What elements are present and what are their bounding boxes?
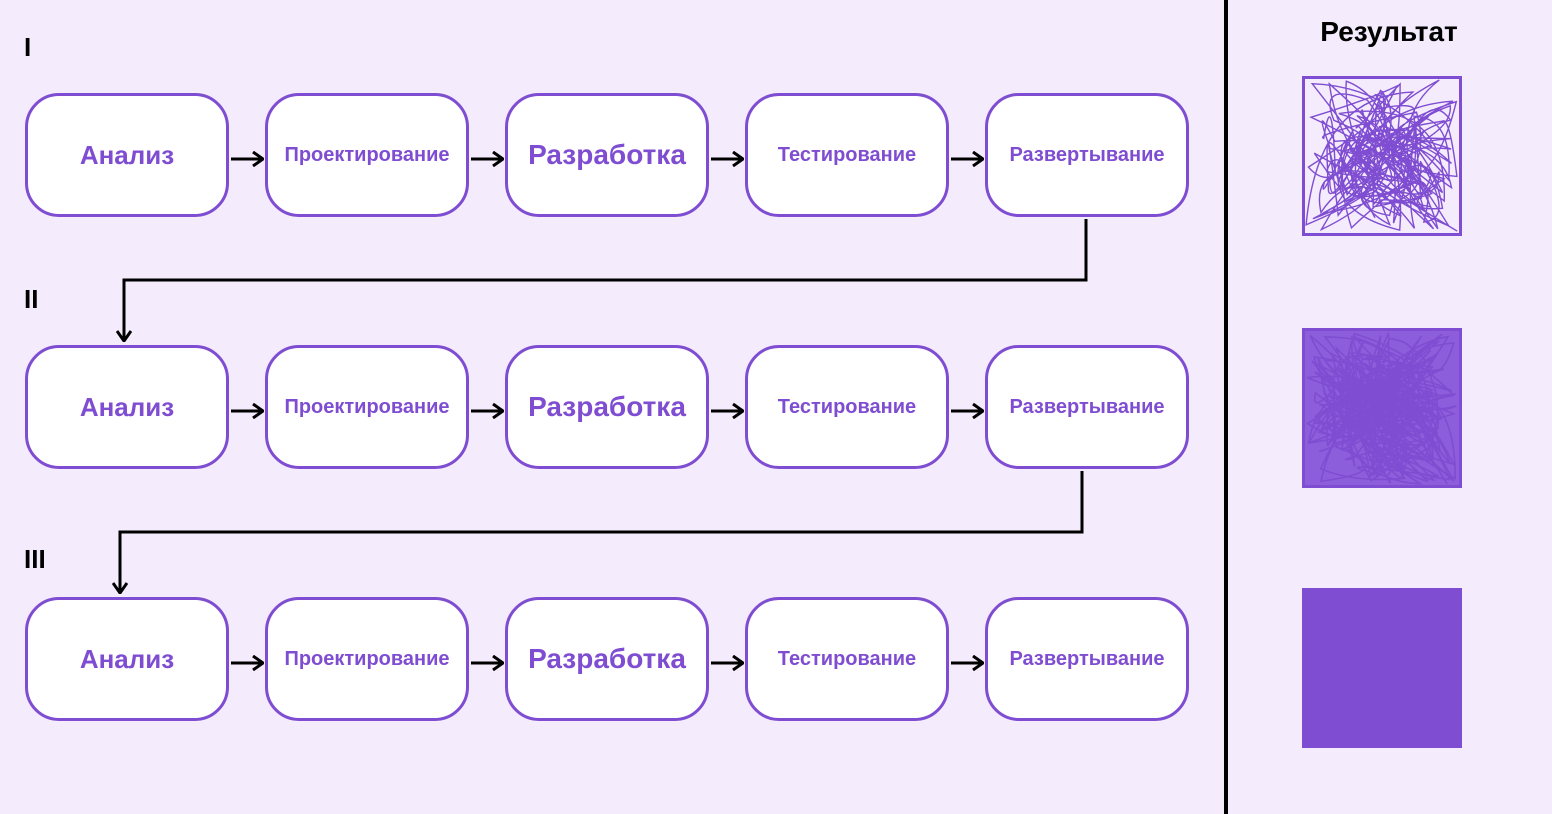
stage-label: Разработка	[528, 139, 686, 170]
stage-box: Разработка	[505, 345, 709, 469]
stage-box: Анализ	[25, 93, 229, 217]
iteration-loop-arrow	[120, 471, 1084, 593]
stage-label: Развертывание	[1009, 647, 1165, 670]
stage-box: Проектирование	[265, 93, 469, 217]
stage-box: Разработка	[505, 597, 709, 721]
stage-box: Тестирование	[745, 345, 949, 469]
stage-label: Тестирование	[777, 647, 917, 670]
stage-box: Проектирование	[265, 597, 469, 721]
iteration-loop-arrow	[124, 219, 1088, 341]
result-title: Результат	[1320, 16, 1458, 47]
result-swatch	[1302, 76, 1462, 236]
result-swatch	[1302, 328, 1462, 488]
stage-label: Тестирование	[777, 395, 917, 418]
iteration-label: III	[24, 544, 46, 574]
stage-box: Развертывание	[985, 345, 1189, 469]
stage-box: Тестирование	[745, 93, 949, 217]
stage-label: Развертывание	[1009, 143, 1165, 166]
stage-label: Анализ	[79, 139, 175, 170]
stage-box: Разработка	[505, 93, 709, 217]
stage-box: Развертывание	[985, 597, 1189, 721]
stage-box: Анализ	[25, 345, 229, 469]
iteration-label: I	[24, 32, 32, 62]
stage-label: Тестирование	[777, 143, 917, 166]
stage-label: Анализ	[79, 391, 175, 422]
stage-box: Анализ	[25, 597, 229, 721]
iteration-label: II	[24, 284, 39, 314]
stage-box: Проектирование	[265, 345, 469, 469]
stage-label: Развертывание	[1009, 395, 1165, 418]
stage-label: Проектирование	[284, 395, 450, 418]
result-divider	[1224, 0, 1228, 814]
stage-label: Разработка	[528, 643, 686, 674]
stage-label: Анализ	[79, 643, 175, 674]
stage-label: Разработка	[528, 391, 686, 422]
stage-label: Проектирование	[284, 143, 450, 166]
result-swatch	[1302, 588, 1462, 748]
stage-label: Проектирование	[284, 647, 450, 670]
stage-box: Тестирование	[745, 597, 949, 721]
stage-box: Развертывание	[985, 93, 1189, 217]
